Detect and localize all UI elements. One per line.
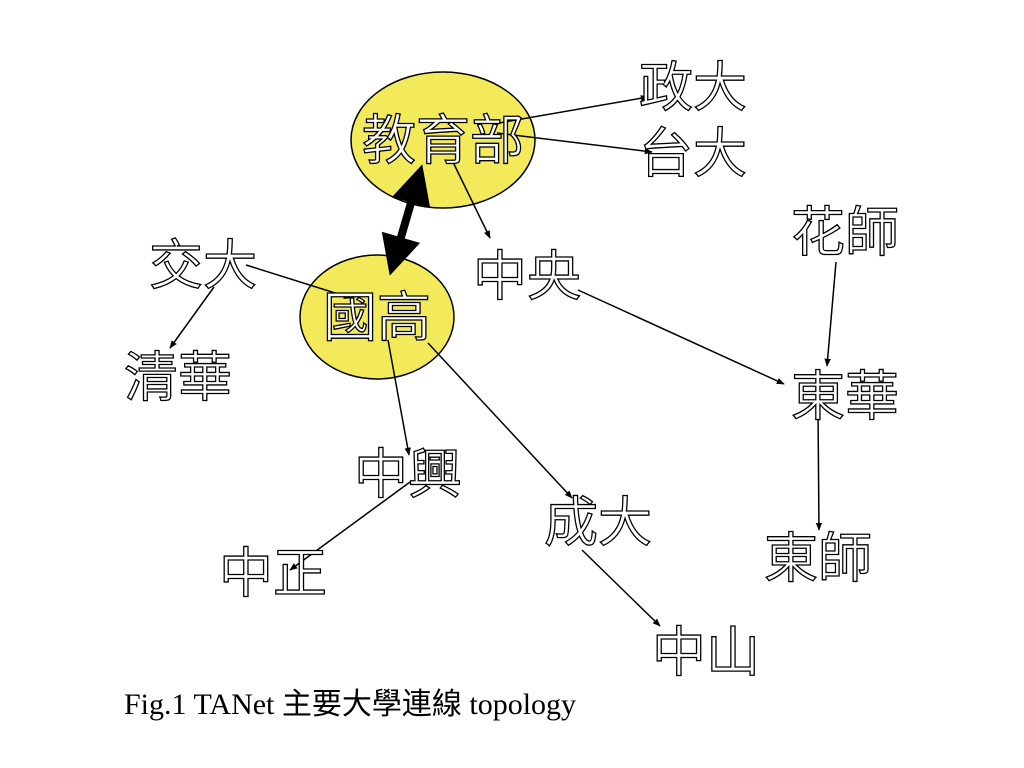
edge-moe-to-guogao — [381, 164, 431, 276]
edge-donghua-to-dongshi — [815, 409, 823, 531]
node-label-guogao: 國高 — [323, 286, 431, 349]
edge-layer — [169, 95, 837, 627]
node-label-chengda: 成大 — [544, 491, 652, 554]
node-label-jiaoda: 交大 — [149, 234, 257, 297]
hub-ellipse-guogao — [299, 254, 455, 380]
edge-moe-to-taida — [496, 132, 653, 155]
node-label-zhongshan: 中山 — [652, 621, 760, 684]
node-label-moe: 教育部 — [362, 109, 524, 172]
node-label-zhongxing: 中興 — [354, 443, 462, 506]
edge-huashi-to-donghua — [824, 261, 837, 367]
node-label-taida: 台大 — [639, 122, 747, 185]
edge-chengda-to-zhongshan — [581, 549, 661, 627]
node-label-zhongzheng: 中正 — [219, 542, 327, 605]
edge-moe-to-zhengda — [492, 95, 649, 125]
node-label-dongshi: 東師 — [764, 527, 872, 590]
edge-jiaoda-to-qinghua — [169, 286, 215, 349]
figure-caption: Fig.1 TANet 主要大學連線 topology — [124, 688, 577, 721]
edge-guogao-to-chengda — [427, 342, 573, 499]
edge-guogao-to-zhongxing — [387, 339, 411, 456]
node-label-huashi: 花師 — [791, 201, 899, 264]
edge-jiaoda-to-guogao — [245, 264, 352, 299]
node-label-zhengda: 政大 — [639, 56, 747, 119]
edge-moe-to-zhongyang — [451, 159, 491, 239]
edge-zhongxing-to-zhongzheng — [289, 481, 411, 571]
edge-zhongyang-to-donghua — [577, 289, 785, 385]
node-label-qinghua: 清華 — [124, 346, 232, 409]
node-label-donghua: 東華 — [791, 365, 899, 428]
node-label-zhongyang: 中央 — [473, 245, 581, 308]
